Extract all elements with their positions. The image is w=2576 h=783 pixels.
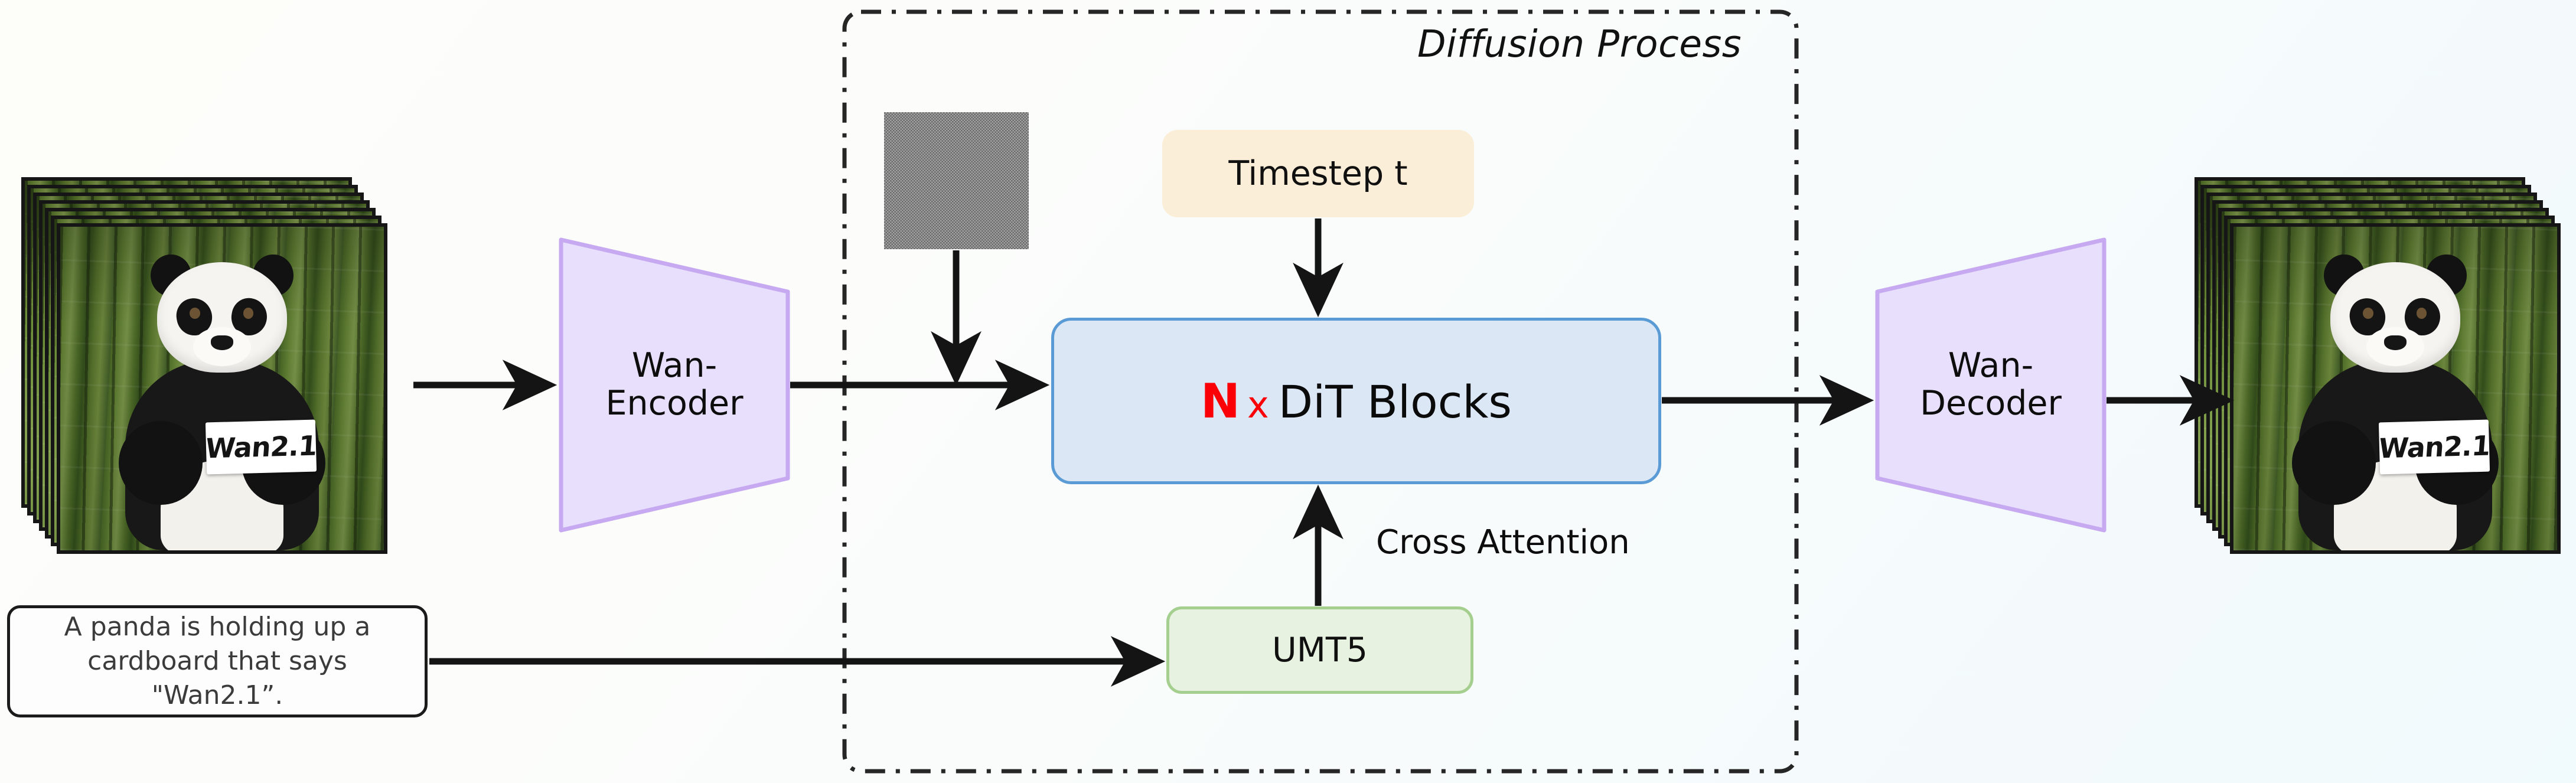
output-sign: Wan2.1 [2377,419,2492,474]
noise-latent-patch [884,112,1029,249]
input-sign-text: Wan2.1 [204,429,318,465]
prompt-line-1: A panda is holding up a [64,611,371,642]
out-frame-front: Wan2.1 [2230,223,2561,554]
dit-blocks-text: DiT Blocks [1278,375,1512,428]
frame-front: Wan2.1 [57,223,387,554]
text-prompt-box[interactable]: A panda is holding up a cardboard that s… [7,605,428,717]
diffusion-process-label: Diffusion Process [1417,22,1742,66]
text-prompt-content: A panda is holding up a cardboard that s… [24,610,410,713]
dit-blocks-node[interactable]: N x DiT Blocks [1051,318,1661,484]
dit-blocks-label: N x DiT Blocks [1201,374,1512,429]
timestep-label: Timestep t [1228,154,1408,193]
umt5-node[interactable]: UMT5 [1166,606,1473,694]
timestep-node[interactable]: Timestep t [1162,130,1474,217]
wan-decoder-label-line2: Decoder [1920,384,2062,423]
prompt-line-2: cardboard that says "Wan2.1”. [87,645,347,711]
wan-encoder-node[interactable]: Wan- Encoder [559,237,790,533]
output-video-frame-stack: Wan2.1 [2184,177,2576,567]
cross-attention-label: Cross Attention [1376,523,1630,562]
input-sign: Wan2.1 [204,419,318,474]
input-video-frame-stack: Wan2.1 [11,177,424,567]
output-sign-text: Wan2.1 [2377,429,2492,465]
dit-x-symbol: x [1247,383,1269,426]
wan-encoder-label-line1: Wan- [631,346,718,386]
dit-n-multiplier: N [1200,373,1240,429]
wan-decoder-label: Wan- Decoder [1875,237,2107,533]
wan-decoder-node[interactable]: Wan- Decoder [1875,237,2107,533]
umt5-label: UMT5 [1272,631,1368,670]
wan-decoder-label-line1: Wan- [1948,346,2034,386]
wan-encoder-label: Wan- Encoder [559,237,790,533]
wan-encoder-label-line2: Encoder [605,384,744,423]
